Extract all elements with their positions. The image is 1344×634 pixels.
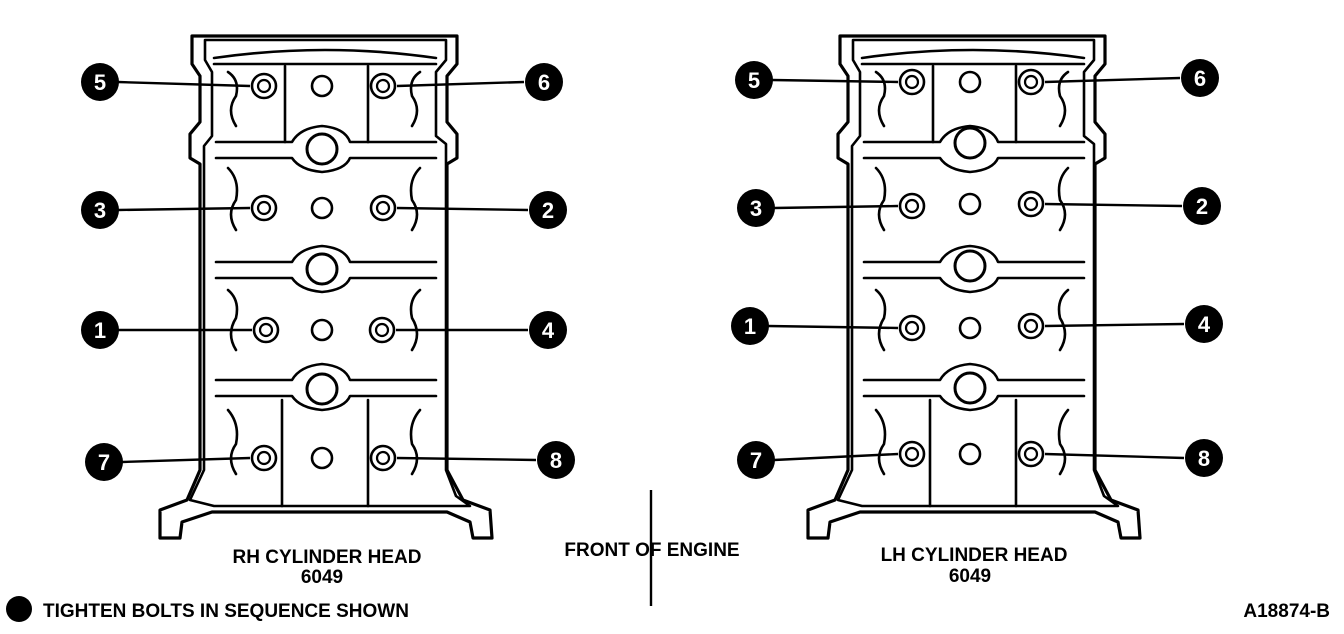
sequence-badge bbox=[1181, 59, 1219, 97]
figure-id: A18874-B bbox=[1243, 601, 1330, 622]
sequence-number: 4 bbox=[542, 318, 555, 343]
sequence-number: 2 bbox=[1196, 194, 1208, 219]
passage-hole bbox=[958, 442, 982, 466]
spark-plug-bore bbox=[305, 252, 339, 286]
bolt-bottom-right: 8 bbox=[369, 441, 575, 479]
bolt-positions: 5 6 3 2 bbox=[81, 63, 575, 481]
bolt-bottom-left: 7 bbox=[85, 443, 278, 481]
sequence-number: 6 bbox=[1194, 66, 1206, 91]
passage-hole bbox=[958, 316, 982, 340]
passage-hole bbox=[958, 70, 982, 94]
sequence-number: 8 bbox=[550, 448, 562, 473]
bolt-third-right: 4 bbox=[1017, 305, 1223, 343]
sequence-badge bbox=[1183, 187, 1221, 225]
bolt-second-left: 3 bbox=[737, 189, 926, 227]
spark-plug-bore bbox=[953, 126, 987, 160]
bolt-third-left: 1 bbox=[731, 307, 926, 345]
legend: TIGHTEN BOLTS IN SEQUENCE SHOWN bbox=[6, 596, 409, 622]
head-ribs bbox=[862, 64, 1086, 508]
sequence-badge bbox=[731, 307, 769, 345]
passage-hole bbox=[310, 318, 334, 342]
rh-cylinder-head: 5 6 3 2 bbox=[81, 34, 575, 588]
sequence-badge bbox=[1185, 439, 1223, 477]
head-holes bbox=[305, 74, 339, 470]
sequence-number: 3 bbox=[94, 198, 106, 223]
sequence-number: 3 bbox=[750, 196, 762, 221]
spark-plug-bore bbox=[953, 249, 987, 283]
front-of-engine-label: FRONT OF ENGINE bbox=[564, 540, 739, 561]
bolt-bottom-right: 8 bbox=[1017, 439, 1223, 477]
spark-plug-bore bbox=[953, 371, 987, 405]
sequence-number: 1 bbox=[744, 314, 756, 339]
sequence-badge bbox=[85, 443, 123, 481]
bolt-top-left: 5 bbox=[735, 61, 926, 99]
passage-hole bbox=[310, 196, 334, 220]
part-number: 6049 bbox=[301, 567, 343, 588]
passage-hole bbox=[310, 446, 334, 470]
sequence-number: 1 bbox=[94, 318, 106, 343]
sequence-badge bbox=[737, 189, 775, 227]
spark-plug-bore bbox=[305, 132, 339, 166]
front-of-engine-indicator: FRONT OF ENGINE bbox=[564, 490, 740, 606]
bolt-top-left: 5 bbox=[81, 63, 278, 101]
sequence-number: 6 bbox=[538, 70, 550, 95]
sequence-badge bbox=[1185, 305, 1223, 343]
bolt-bottom-left: 7 bbox=[737, 440, 926, 479]
sequence-badge bbox=[525, 63, 563, 101]
bolt-legend-icon bbox=[6, 596, 32, 622]
sequence-badge bbox=[81, 311, 119, 349]
head-title: RH CYLINDER HEAD bbox=[233, 547, 422, 568]
sequence-badge bbox=[737, 441, 775, 479]
bolt-third-left: 1 bbox=[81, 311, 280, 349]
sequence-number: 7 bbox=[750, 448, 762, 473]
sequence-badge bbox=[81, 63, 119, 101]
head-title: LH CYLINDER HEAD bbox=[881, 545, 1068, 566]
bolt-top-right: 6 bbox=[369, 63, 563, 101]
bolt-second-right: 2 bbox=[369, 191, 567, 229]
sequence-number: 5 bbox=[748, 68, 760, 93]
sequence-badge bbox=[735, 61, 773, 99]
legend-text: TIGHTEN BOLTS IN SEQUENCE SHOWN bbox=[43, 601, 409, 622]
bolt-second-right: 2 bbox=[1017, 187, 1221, 225]
lh-cylinder-head: 5 6 3 2 bbox=[731, 34, 1223, 587]
passage-hole bbox=[310, 74, 334, 98]
spark-plug-bore bbox=[305, 372, 339, 406]
bolt-third-right: 4 bbox=[368, 311, 567, 349]
sequence-number: 4 bbox=[1198, 312, 1211, 337]
head-holes bbox=[953, 70, 987, 466]
sequence-number: 5 bbox=[94, 70, 106, 95]
head-outline bbox=[806, 34, 1142, 540]
sequence-number: 7 bbox=[98, 450, 110, 475]
sequence-badge bbox=[529, 311, 567, 349]
part-number: 6049 bbox=[949, 566, 991, 587]
sequence-badge bbox=[529, 191, 567, 229]
bolt-top-right: 6 bbox=[1017, 59, 1219, 97]
sequence-number: 2 bbox=[542, 198, 554, 223]
passage-hole bbox=[958, 192, 982, 216]
sequence-badge bbox=[537, 441, 575, 479]
head-ribs bbox=[214, 64, 438, 508]
head-outline bbox=[158, 34, 494, 540]
bolt-positions: 5 6 3 2 bbox=[731, 59, 1223, 479]
sequence-number: 8 bbox=[1198, 446, 1210, 471]
sequence-badge bbox=[81, 191, 119, 229]
bolt-second-left: 3 bbox=[81, 191, 278, 229]
